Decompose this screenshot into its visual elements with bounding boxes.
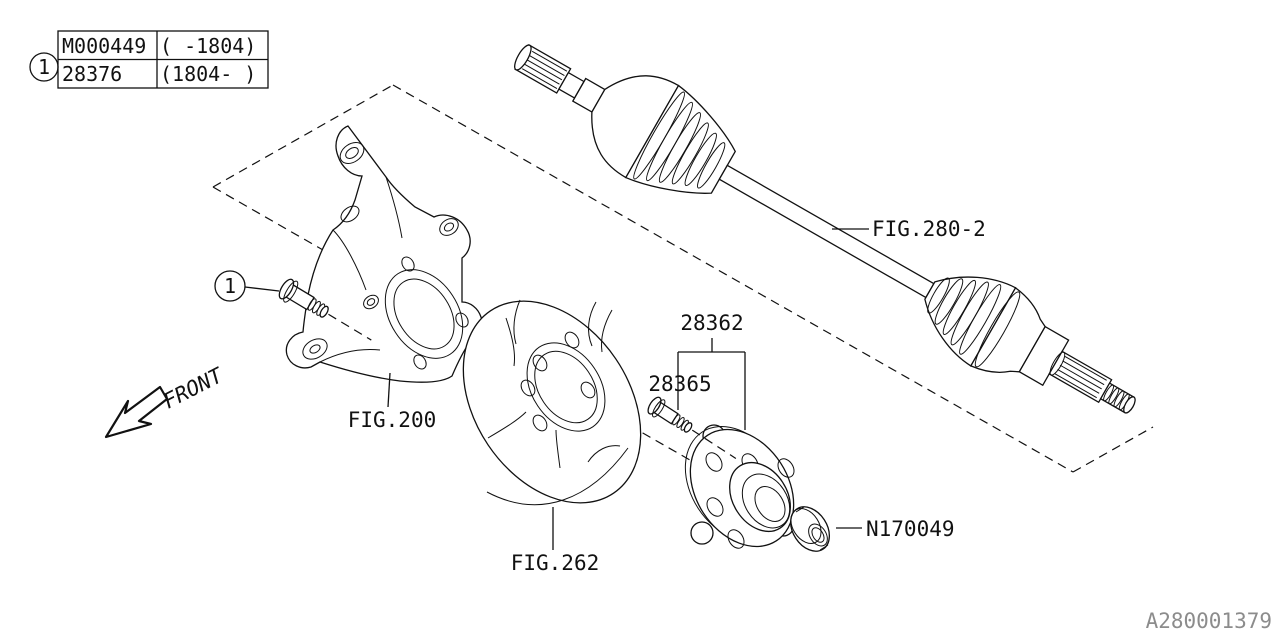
axle-nut-drawing[interactable] [783, 500, 838, 559]
table-applicability-row2: (1804- ) [160, 62, 256, 86]
label-fig-280-2[interactable]: FIG.280-2 [872, 217, 986, 241]
table-applicability-row1: ( -1804) [160, 34, 256, 58]
label-n170049[interactable]: N170049 [866, 517, 955, 541]
hub-label-bracket [677, 338, 746, 430]
table-part-no-row1: M000449 [62, 34, 146, 58]
knuckle-bolt-drawing[interactable] [276, 276, 378, 350]
part-reference-table[interactable]: 1 M000449 ( -1804) 28376 (1804- ) [29, 30, 269, 89]
wheel-hub-drawing[interactable] [664, 407, 814, 565]
front-label: FRONT [159, 363, 227, 414]
label-28362[interactable]: 28362 [680, 311, 743, 335]
callout-1-number: 1 [224, 274, 236, 298]
label-28365[interactable]: 28365 [648, 372, 711, 396]
doc-number: A280001379 [1146, 609, 1272, 633]
brake-dust-shield-drawing[interactable] [427, 268, 678, 537]
front-direction-indicator: FRONT [104, 363, 228, 439]
hub-bolt-drawing[interactable] [645, 395, 741, 467]
table-part-no-row2: 28376 [62, 62, 122, 86]
label-fig-200[interactable]: FIG.200 [348, 408, 437, 432]
steering-knuckle-drawing[interactable] [285, 125, 483, 383]
label-fig-262[interactable]: FIG.262 [511, 551, 600, 575]
cv-axle-drawing[interactable] [492, 9, 1159, 453]
front-arrow-icon [104, 385, 169, 439]
table-ref-number: 1 [38, 55, 50, 79]
callout-1[interactable]: 1 [214, 270, 246, 302]
leader-lines [244, 228, 869, 550]
